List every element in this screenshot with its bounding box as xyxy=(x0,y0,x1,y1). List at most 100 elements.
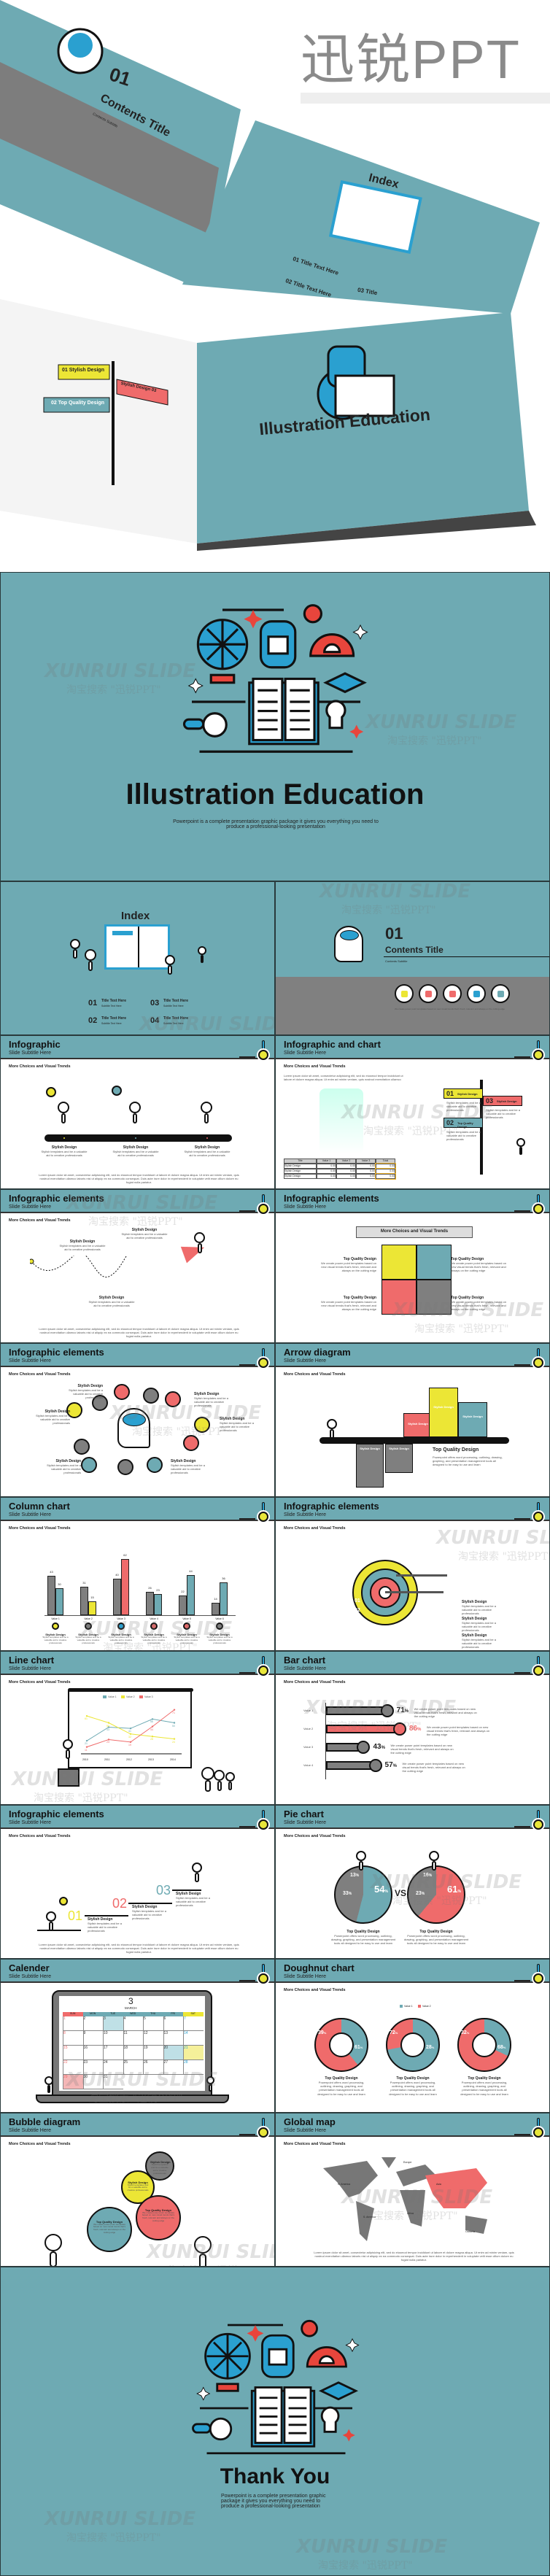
cover-slide[interactable]: Illustration Education Powerpoint is a c… xyxy=(0,572,550,881)
calendar-day-cell[interactable]: 8 xyxy=(63,2031,83,2046)
line-point xyxy=(129,1733,132,1735)
pie-slice-label: 54% xyxy=(374,1884,388,1895)
calendar-day-cell[interactable]: 4 xyxy=(123,2016,143,2031)
slide-brain[interactable]: Infographic elements Slide Subtitle Here… xyxy=(0,1343,275,1497)
calendar-day-cell[interactable]: 24 xyxy=(103,2060,123,2075)
slide-header: Bubble diagram Slide Subtitle Here xyxy=(1,2113,274,2138)
bar-value-label: 43% xyxy=(373,1743,384,1751)
calendar-day: 3 xyxy=(128,1996,133,2006)
calendar-day-cell[interactable]: 17 xyxy=(103,2046,123,2060)
calendar-day-cell[interactable]: 6 xyxy=(163,2016,183,2031)
calendar-day-cell[interactable]: 3 xyxy=(103,2016,123,2031)
calendar-day-cell[interactable]: 21 xyxy=(183,2046,204,2060)
thank-you-slide[interactable]: Thank You Powerpoint is a complete prese… xyxy=(0,2267,550,2576)
slide-line[interactable]: Line chart Slide Subtitle Here More Choi… xyxy=(0,1651,275,1805)
lorem-paragraph: Lorem ipsum dolor sit amet, consectetur … xyxy=(39,1327,239,1339)
item-description: Stylish templates and be a valuable aid … xyxy=(132,1909,166,1921)
calendar-day-cell[interactable]: 13 xyxy=(163,2031,183,2046)
calendar-day-cell[interactable]: 28 xyxy=(183,2060,204,2075)
pie-chart xyxy=(334,1865,392,1924)
calendar-day-cell[interactable]: 10 xyxy=(103,2031,123,2046)
calendar-day-cell[interactable]: 19 xyxy=(143,2046,163,2060)
slide-target[interactable]: Infographic elements Slide Subtitle Here… xyxy=(275,1497,550,1651)
index-item-subtitle: Subtitle Text Here xyxy=(163,1005,184,1007)
item-heading: Top Quality Design xyxy=(325,2076,358,2081)
calendar-day-cell[interactable]: 31 xyxy=(103,2075,123,2089)
slide-header: Column chart Slide Subtitle Here xyxy=(1,1498,274,1522)
sparkle-icons xyxy=(247,2325,355,2442)
stick-figure-icon xyxy=(516,1138,525,1155)
arrow-baseline xyxy=(319,1437,509,1444)
topic-circle-icon xyxy=(143,1388,159,1404)
contents-slide[interactable]: 01 Contents Title Contents Subtitle We c… xyxy=(275,881,550,1035)
calendar-day-cell[interactable]: 16 xyxy=(82,2046,103,2060)
column-value-label: 22 xyxy=(181,1589,185,1593)
slide-title: Calender xyxy=(9,1962,50,1973)
calendar-day-cell[interactable]: 27 xyxy=(163,2060,183,2075)
item-heading: Top Quality Design xyxy=(468,2076,501,2081)
column-bar xyxy=(47,1576,55,1615)
item-heading: Stylish Design xyxy=(177,1633,197,1636)
calendar-day-cell[interactable]: 14 xyxy=(183,2031,204,2046)
slide-stairs[interactable]: Infographic elements Slide Subtitle Here… xyxy=(0,1805,275,1959)
graduation-cap-icon xyxy=(318,2381,358,2401)
slide-bubble[interactable]: Bubble diagram Slide Subtitle Here More … xyxy=(0,2113,275,2267)
sign-label: Stylish Design xyxy=(457,1092,478,1096)
slide-doughnut[interactable]: Doughnut chart Slide Subtitle Here More … xyxy=(275,1959,550,2113)
slide-pie[interactable]: Pie chart Slide Subtitle Here More Choic… xyxy=(275,1805,550,1959)
item-description: Stylish templates and be a valuable aid … xyxy=(75,1636,101,1644)
intro-text: Lorem ipsum dolor sit amet, consectetur … xyxy=(284,1074,403,1081)
calendar-day-cell[interactable]: 23 xyxy=(82,2060,103,2075)
calendar-day-cell[interactable]: 30 xyxy=(82,2075,103,2089)
line-value-label: 71 xyxy=(172,1711,175,1714)
calendar-day-cell[interactable]: 1 xyxy=(63,2016,83,2031)
slide-map[interactable]: Global map Slide Subtitle Here More Choi… xyxy=(275,2113,550,2267)
slide-subtitle: Slide Subtitle Here xyxy=(9,1051,51,1056)
puzzle-piece xyxy=(417,1280,452,1315)
puzzle-piece xyxy=(417,1245,452,1280)
bubble-text: Stylish templates and be a valuable aid … xyxy=(151,2163,169,2175)
calendar-day-cell[interactable]: 29 xyxy=(63,2075,83,2089)
slide-puzzle[interactable]: Infographic elements Slide Subtitle Here… xyxy=(275,1189,550,1343)
column-bar xyxy=(212,1602,220,1615)
slide-arrows[interactable]: Arrow diagram Slide Subtitle Here More C… xyxy=(275,1343,550,1497)
stair-step xyxy=(37,1930,81,1931)
bar-category-label: Value 3 xyxy=(303,1745,314,1749)
calendar-day-cell[interactable]: 15 xyxy=(63,2046,83,2060)
unit: % xyxy=(503,2046,506,2049)
bar-value-label: 86% xyxy=(409,1725,421,1733)
calendar-day-cell[interactable]: 18 xyxy=(123,2046,143,2060)
calendar-day-cell[interactable]: 11 xyxy=(123,2031,143,2046)
calendar-day-cell[interactable]: 22 xyxy=(63,2060,83,2075)
slide-subtitle: Slide Subtitle Here xyxy=(284,1051,326,1056)
ring-number: 02 xyxy=(355,1608,360,1613)
calendar-day-cell[interactable]: 5 xyxy=(143,2016,163,2031)
slide-path[interactable]: Infographic elements Slide Subtitle Here… xyxy=(0,1189,275,1343)
calendar-day-cell[interactable]: 12 xyxy=(143,2031,163,2046)
slide-lead-text: More Choices and Visual Trends xyxy=(284,1834,346,1838)
slide-column[interactable]: Column chart Slide Subtitle Here More Ch… xyxy=(0,1497,275,1651)
calendar-day-cell[interactable]: 26 xyxy=(143,2060,163,2075)
topic-circle-icon xyxy=(74,1439,90,1455)
calendar-day-cell[interactable]: 9 xyxy=(82,2031,103,2046)
sign-description: Stylish templates and be a valuable aid … xyxy=(486,1108,520,1120)
unit: % xyxy=(466,2031,470,2035)
calendar-day-cell[interactable]: 20 xyxy=(163,2046,183,2060)
up-arrow: Stylish Design xyxy=(458,1402,487,1437)
column-value-label: 43 xyxy=(50,1570,53,1574)
calendar-day-cell[interactable]: 7 xyxy=(183,2016,204,2031)
slide-bar[interactable]: Bar chart Slide Subtitle Here More Choic… xyxy=(275,1651,550,1805)
calendar-day-cell[interactable]: 2 xyxy=(82,2016,103,2031)
slide-timeline[interactable]: Infographic Slide Subtitle Here More Cho… xyxy=(0,1035,275,1189)
arrow-shaft-icon xyxy=(385,1591,444,1593)
segment-value: 61 xyxy=(355,2045,360,2050)
calendar-day-cell[interactable]: 25 xyxy=(123,2060,143,2075)
up-arrow: Stylish Design xyxy=(403,1413,433,1437)
slide-signpost[interactable]: Infographic and chart Slide Subtitle Her… xyxy=(275,1035,550,1189)
